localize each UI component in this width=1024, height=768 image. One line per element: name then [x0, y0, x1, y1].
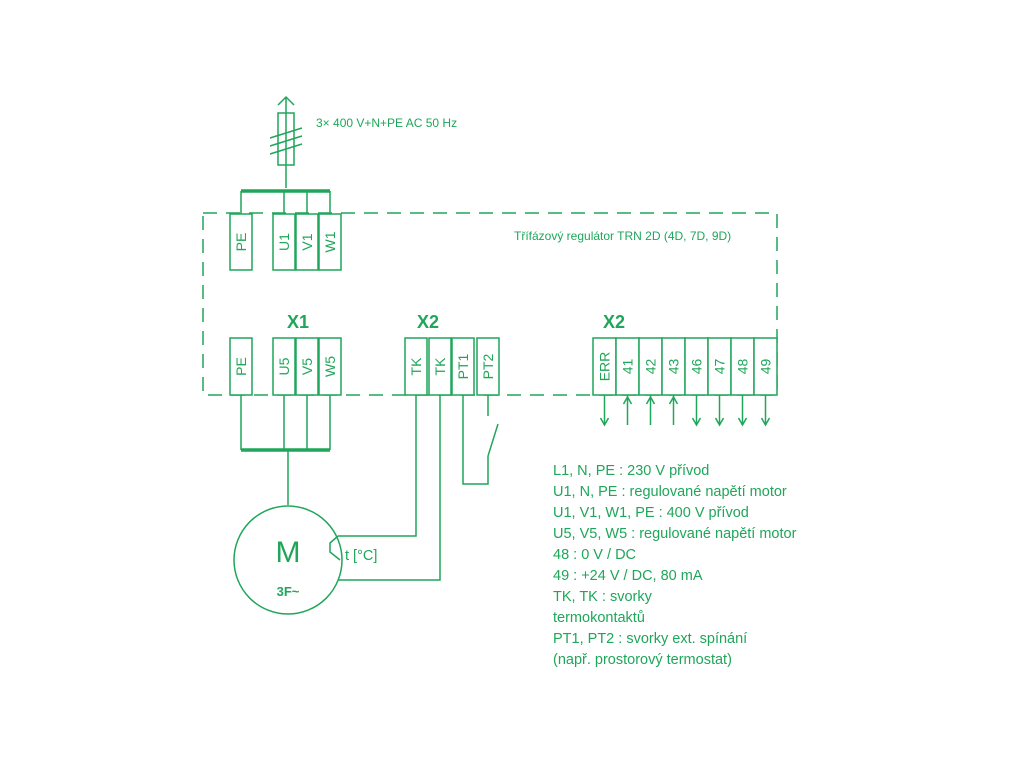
- x1-terminal-label: U5: [276, 357, 292, 375]
- x1-terminal-label: PE: [233, 357, 249, 376]
- x2-left-header: X2: [417, 312, 439, 332]
- supply-arrow-head: [277, 95, 295, 106]
- pt-switch: [487, 423, 499, 457]
- x2-right-terminal-label: 43: [666, 359, 682, 375]
- tk1-wire: [338, 395, 417, 537]
- x2-left-terminal-label: TK: [408, 357, 424, 376]
- x2-left-terminal-block: TK TK PT1 PT2: [404, 337, 500, 396]
- x2-right-header: X2: [603, 312, 625, 332]
- arrow-down-icon: [714, 417, 725, 427]
- x1-terminal-block: PE U5 V5 W5: [229, 337, 342, 396]
- regulator-label: Třífázový regulátor TRN 2D (4D, 7D, 9D): [514, 229, 731, 243]
- arrow-down-icon: [599, 417, 610, 427]
- x2-right-terminal-label: 49: [758, 359, 774, 375]
- x2-right-terminal-block: ERR 41 42 43 46 47 48 49: [592, 337, 778, 427]
- legend-line: U1, N, PE : regulované napětí motor: [553, 484, 787, 500]
- legend-line: 49 : +24 V / DC, 80 mA: [553, 568, 703, 584]
- motor-circle: [233, 505, 343, 615]
- fuse-tick-3: [269, 143, 303, 155]
- x2-left-terminal-label: PT1: [455, 353, 471, 379]
- input-terminal-box: [295, 213, 319, 271]
- legend-line: 48 : 0 V / DC: [553, 547, 636, 563]
- motor-wiring: [240, 395, 499, 581]
- motor-letter: M: [276, 536, 301, 569]
- legend-line: L1, N, PE : 230 V přívod: [553, 463, 709, 479]
- x1-header: X1: [287, 312, 309, 332]
- pt1-wire: [462, 395, 489, 485]
- thermo-label: t [°C]: [345, 548, 377, 564]
- supply-label: 3× 400 V+N+PE AC 50 Hz: [316, 116, 457, 130]
- x2-left-terminal-label: PT2: [480, 353, 496, 379]
- legend-line: TK, TK : svorky: [553, 589, 653, 605]
- input-terminal-label: PE: [233, 233, 249, 252]
- input-terminal-block: PE U1 V1 W1: [229, 213, 342, 271]
- x2-right-terminal-label: 46: [689, 359, 705, 375]
- x2-right-terminal-label: 47: [712, 359, 728, 375]
- arrow-up-icon: [645, 395, 656, 405]
- input-terminal-label: W1: [322, 231, 338, 252]
- x2-right-terminal-label: 41: [620, 359, 636, 375]
- x1-terminal-label: W5: [322, 356, 338, 377]
- legend-line: termokontaktů: [553, 610, 645, 626]
- x2-right-terminal-label: 42: [643, 359, 659, 375]
- tk2-wire: [330, 395, 441, 581]
- input-terminal-box: [229, 213, 253, 271]
- thermocontact-icon: [329, 535, 341, 561]
- input-terminal-box: [272, 213, 296, 271]
- motor-type: 3F~: [277, 584, 300, 599]
- x2-right-terminal-label: 48: [735, 359, 751, 375]
- arrow-down-icon: [691, 417, 702, 427]
- legend-line: PT1, PT2 : svorky ext. spínání: [553, 631, 747, 647]
- arrow-down-icon: [737, 417, 748, 427]
- arrow-up-icon: [622, 395, 633, 405]
- input-terminal-box: [318, 213, 342, 271]
- motor: M 3F~ t [°C]: [233, 505, 377, 615]
- arrow-up-icon: [668, 395, 679, 405]
- legend-line: U5, V5, W5 : regulované napětí motor: [553, 526, 797, 542]
- input-terminal-label: V1: [299, 233, 315, 250]
- input-terminal-label: U1: [276, 233, 292, 251]
- supply-feed: [269, 95, 303, 188]
- arrow-down-icon: [760, 417, 771, 427]
- x2-right-terminal-label: ERR: [597, 352, 613, 382]
- x1-terminal-label: V5: [299, 358, 315, 375]
- legend-line: (např. prostorový termostat): [553, 652, 732, 668]
- legend-line: U1, V1, W1, PE : 400 V přívod: [553, 505, 749, 521]
- x2-left-terminal-label: TK: [432, 357, 448, 376]
- supply-bus: [240, 189, 331, 214]
- fuse-tick-1: [269, 127, 303, 139]
- fuse-tick-2: [269, 135, 303, 147]
